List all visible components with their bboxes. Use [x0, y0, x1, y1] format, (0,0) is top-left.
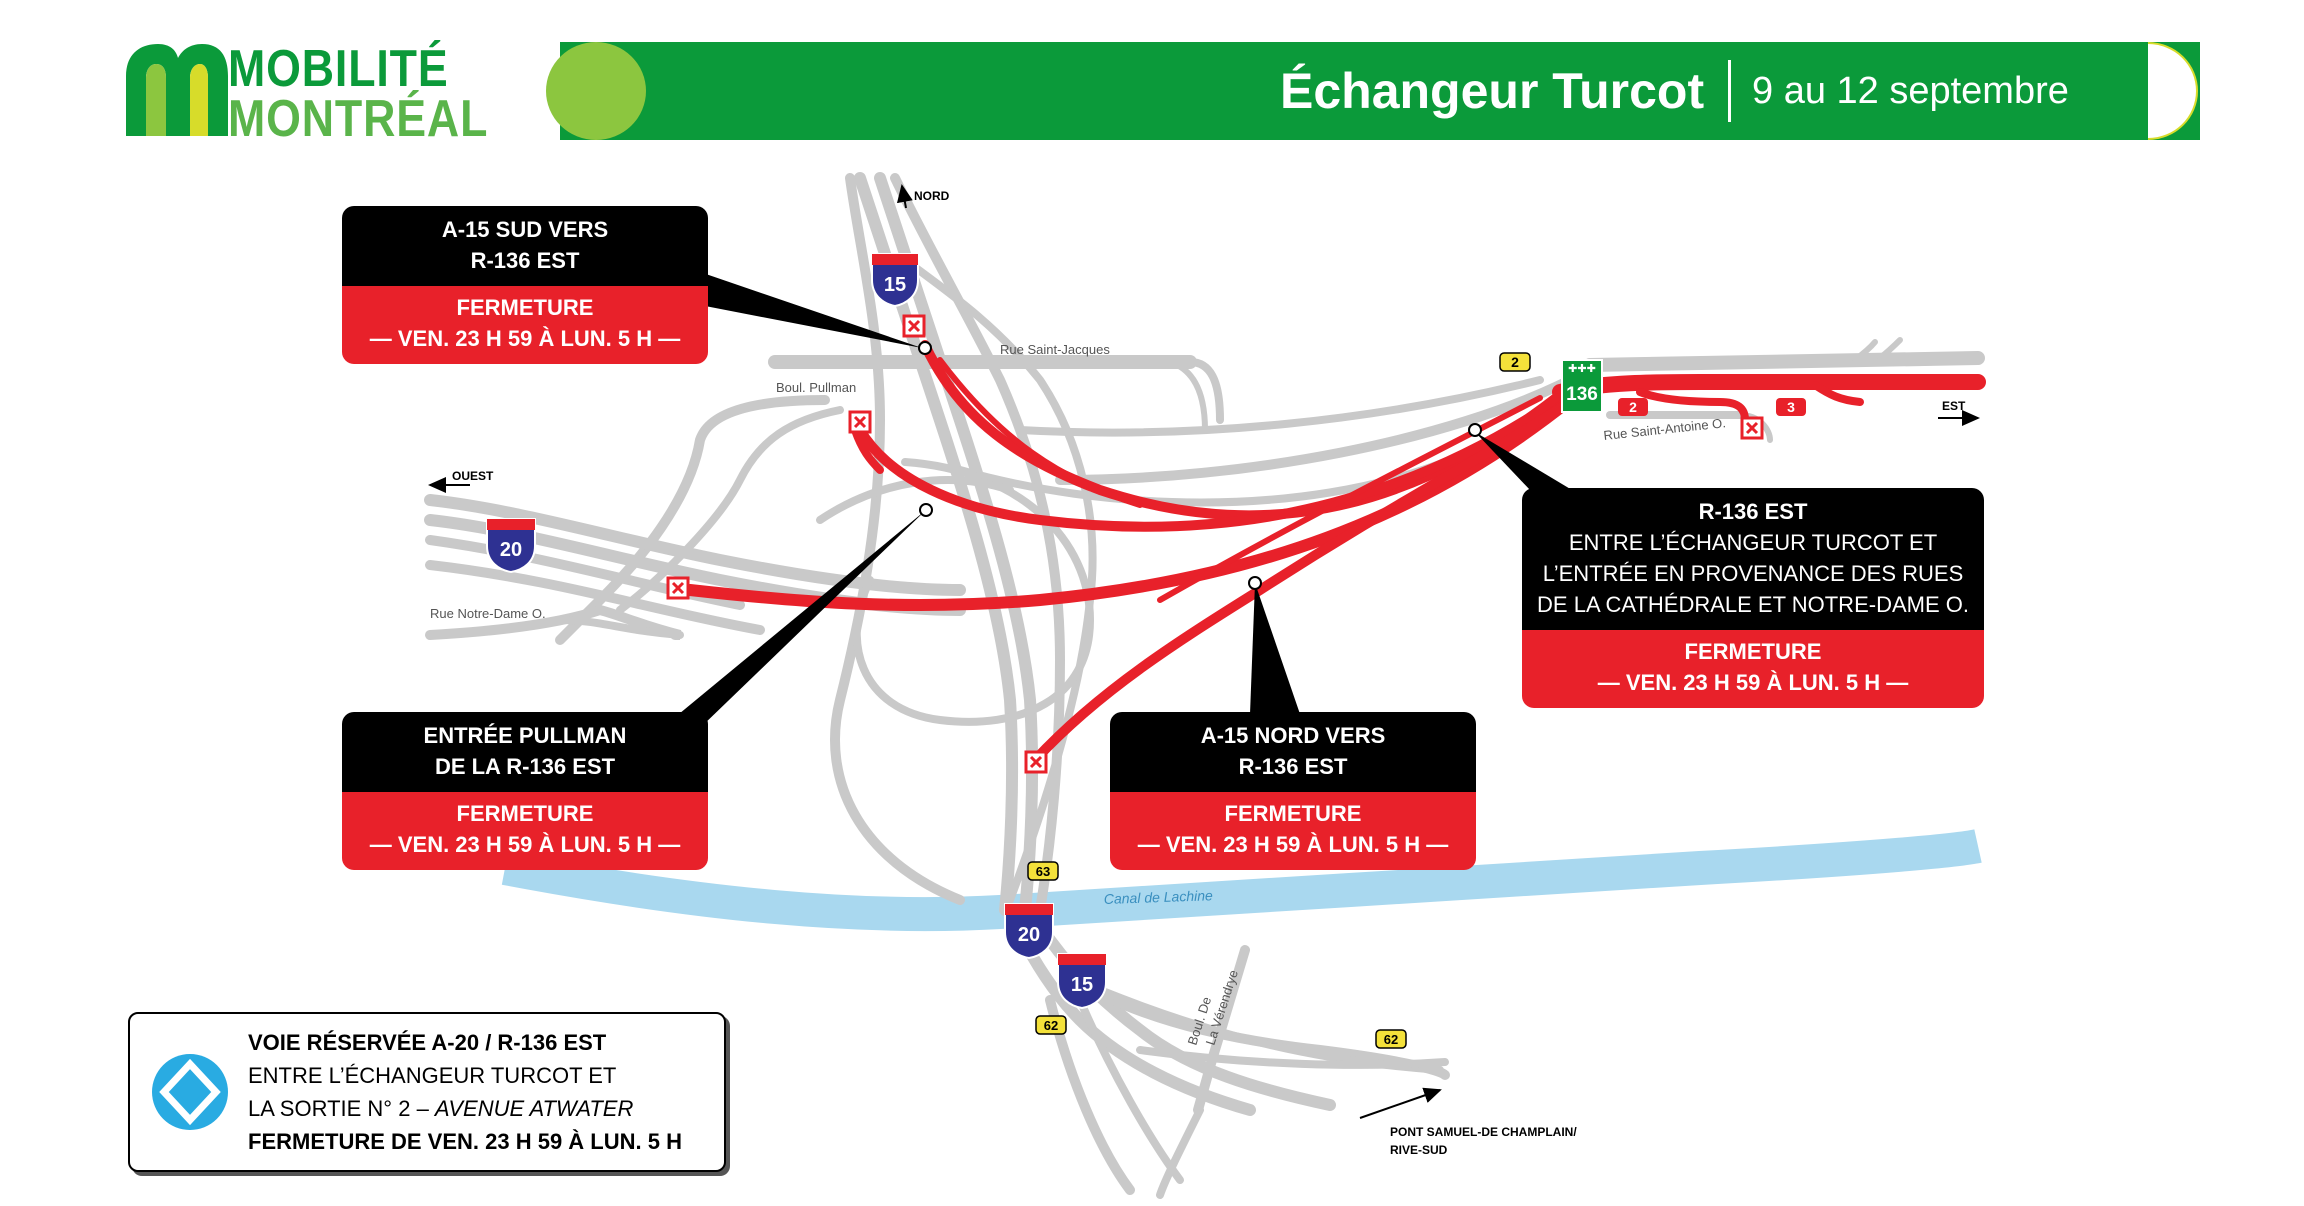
callout-body: FERMETURE — VEN. 23 H 59 À LUN. 5 H —: [342, 286, 708, 364]
label-pont-1: PONT SAMUEL-DE CHAMPLAIN/: [1390, 1125, 1577, 1139]
banner-circle-icon: [546, 42, 646, 140]
label-east: EST: [1942, 399, 1966, 413]
callout-body: FERMETURE — VEN. 23 H 59 À LUN. 5 H —: [1110, 792, 1476, 870]
pointer-dot: [1248, 576, 1262, 590]
shield-a20-bottom: 20: [1004, 903, 1054, 960]
pointer-dot: [1468, 423, 1482, 437]
direction-arrows: [428, 184, 1980, 1119]
label-rue-saint-jacques: Rue Saint-Jacques: [1000, 342, 1110, 357]
callout-head: ENTRÉE PULLMAN DE LA R-136 EST: [342, 712, 708, 792]
logo-line-1: MOBILITÉ: [228, 40, 449, 98]
date-range: 9 au 12 septembre: [1752, 70, 2069, 112]
closure-x-icon: [902, 314, 926, 338]
canal-lachine: [501, 829, 1982, 932]
callout-pullman: ENTRÉE PULLMAN DE LA R-136 EST FERMETURE…: [342, 712, 708, 870]
shield-a20-left: 20: [486, 518, 536, 574]
svg-text:20: 20: [500, 539, 522, 561]
label-boul-pullman: Boul. Pullman: [776, 380, 856, 395]
label-north: NORD: [914, 189, 950, 203]
closed-roads-red: [684, 340, 1986, 765]
pointer-dot: [918, 341, 932, 355]
label-rue-saint-antoine: Rue Saint-Antoine O.: [1603, 415, 1727, 443]
title-banner: [560, 42, 2200, 140]
svg-text:3: 3: [1787, 399, 1795, 415]
callout-pointers: [662, 272, 1572, 728]
logo-wordmark: MOBILITÉ MONTRÉAL: [228, 40, 531, 148]
label-pont-2: RIVE-SUD: [1390, 1143, 1448, 1157]
reserved-lane-legend: VOIE RÉSERVÉE A-20 / R-136 EST ENTRE L’É…: [128, 1012, 726, 1172]
callout-body: FERMETURE — VEN. 23 H 59 À LUN. 5 H —: [1522, 630, 1984, 708]
exit-tag-62-right: 62: [1375, 1029, 1407, 1049]
legend-text: VOIE RÉSERVÉE A-20 / R-136 EST ENTRE L’É…: [248, 1030, 682, 1154]
callout-a15-nord: A-15 NORD VERS R-136 EST FERMETURE — VEN…: [1110, 712, 1476, 870]
svg-text:15: 15: [884, 274, 906, 296]
shield-a15-bottom: 15: [1057, 953, 1107, 1010]
svg-text:15: 15: [1071, 974, 1093, 996]
page-title: Échangeur Turcot: [1280, 63, 1705, 119]
svg-text:✚✚✚: ✚✚✚: [1568, 363, 1596, 375]
pointer-dot: [919, 503, 933, 517]
svg-text:62: 62: [1384, 1032, 1398, 1047]
label-canal: Canal de Lachine: [1104, 887, 1214, 907]
label-rue-notre-dame: Rue Notre-Dame O.: [430, 606, 546, 621]
closure-x-icon: [666, 576, 690, 600]
shield-r136: ✚✚✚ 136: [1561, 359, 1603, 413]
exit-tag-2-yellow: 2: [1499, 352, 1531, 372]
title-separator: [1728, 60, 1731, 122]
exit-tag-62-left: 62: [1035, 1015, 1067, 1035]
callout-head: A-15 SUD VERS R-136 EST: [342, 206, 708, 286]
closure-markers: [666, 314, 1764, 774]
callout-r136: R-136 EST ENTRE L’ÉCHANGEUR TURCOT ET L’…: [1522, 488, 1984, 708]
callout-head: A-15 NORD VERS R-136 EST: [1110, 712, 1476, 792]
closure-x-icon: [1740, 416, 1764, 440]
callout-body: FERMETURE — VEN. 23 H 59 À LUN. 5 H —: [342, 792, 708, 870]
svg-text:63: 63: [1036, 864, 1050, 879]
exit-tag-3-red: 3: [1776, 398, 1806, 416]
exit-tag-2-red: 2: [1618, 398, 1648, 416]
callout-head: R-136 EST ENTRE L’ÉCHANGEUR TURCOT ET L’…: [1522, 488, 1984, 630]
svg-text:2: 2: [1511, 354, 1519, 370]
logo-m-icon: [126, 44, 228, 136]
svg-text:20: 20: [1018, 924, 1040, 946]
callout-a15-sud: A-15 SUD VERS R-136 EST FERMETURE — VEN.…: [342, 206, 708, 364]
svg-text:136: 136: [1566, 384, 1598, 405]
reserved-lane-diamond-icon: [152, 1054, 228, 1130]
svg-text:62: 62: [1044, 1018, 1058, 1033]
svg-text:2: 2: [1629, 399, 1637, 415]
logo-line-2: MONTRÉAL: [228, 90, 489, 148]
shield-a15-top: 15: [871, 253, 919, 308]
exit-tag-63: 63: [1027, 861, 1059, 881]
closure-x-icon: [848, 410, 872, 434]
map-labels: NORD OUEST EST Rue Saint-Jacques Boul. P…: [430, 189, 1966, 1157]
closure-x-icon: [1024, 750, 1048, 774]
label-west: OUEST: [452, 469, 494, 483]
